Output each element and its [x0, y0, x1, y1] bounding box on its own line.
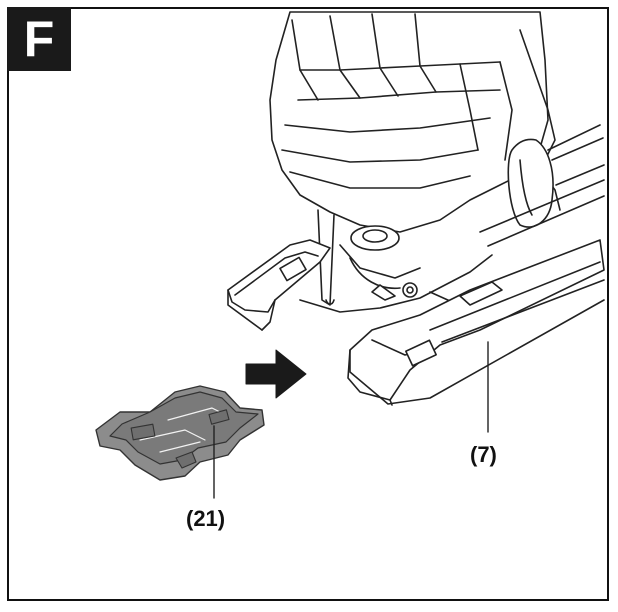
figure-frame	[7, 7, 609, 601]
lever-knob	[507, 138, 554, 228]
guide-rail	[479, 124, 605, 247]
anti-splinter-insert	[95, 385, 265, 499]
figure-letter-tab: F	[7, 7, 71, 71]
jigsaw-body	[269, 11, 561, 233]
blade-holder	[317, 209, 421, 306]
figure-letter: F	[23, 11, 55, 67]
base-plate	[227, 239, 605, 433]
insertion-arrow	[245, 349, 307, 399]
callout-base-plate: (7)	[470, 442, 497, 467]
callout-anti-splinter-insert: (21)	[186, 506, 226, 531]
